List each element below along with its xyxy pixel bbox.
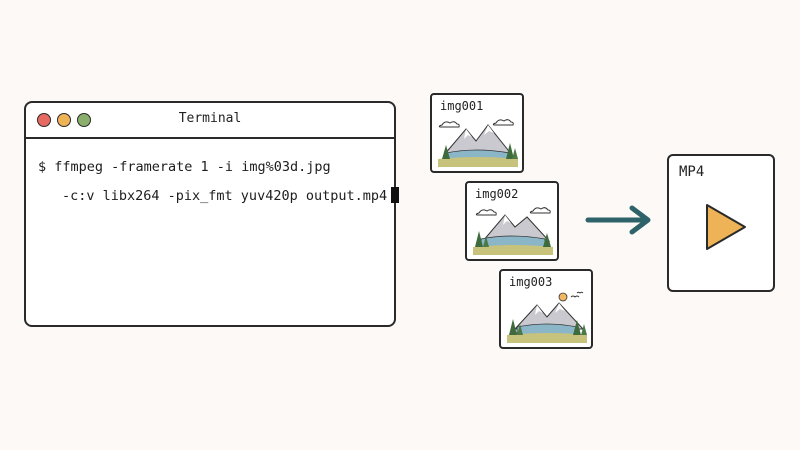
terminal-window: Terminal $ ffmpeg -framerate 1 -i img%03… [24,101,400,327]
terminal-titlebar: Terminal [26,103,394,139]
image-frame-2: img002 [465,181,559,261]
mountain-landscape-icon [473,207,553,255]
frame-label-3: img003 [509,275,553,289]
command-line-2: -c:v libx264 -pix_fmt yuv420p output.mp4 [62,187,400,204]
close-dot-icon[interactable] [37,113,51,127]
image-frame-3: img003 [499,269,593,349]
command-line-1: $ ffmpeg -framerate 1 -i img%03d.jpg [38,159,331,175]
mountain-landscape-icon [507,291,587,343]
terminal-title: Terminal [178,111,242,126]
play-icon [706,204,746,250]
command-line-2-text: -c:v libx264 -pix_fmt yuv420p output.mp4 [62,188,388,204]
mountain-landscape-icon [438,119,518,167]
minimize-dot-icon[interactable] [57,113,71,127]
maximize-dot-icon[interactable] [77,113,91,127]
frame-label-2: img002 [475,187,519,201]
text-cursor [391,187,400,203]
arrow-right-icon [585,205,651,235]
image-frame-1: img001 [430,93,524,173]
mp4-label: MP4 [679,164,705,180]
frame-label-1: img001 [440,99,484,113]
mp4-output-box: MP4 [667,154,775,292]
